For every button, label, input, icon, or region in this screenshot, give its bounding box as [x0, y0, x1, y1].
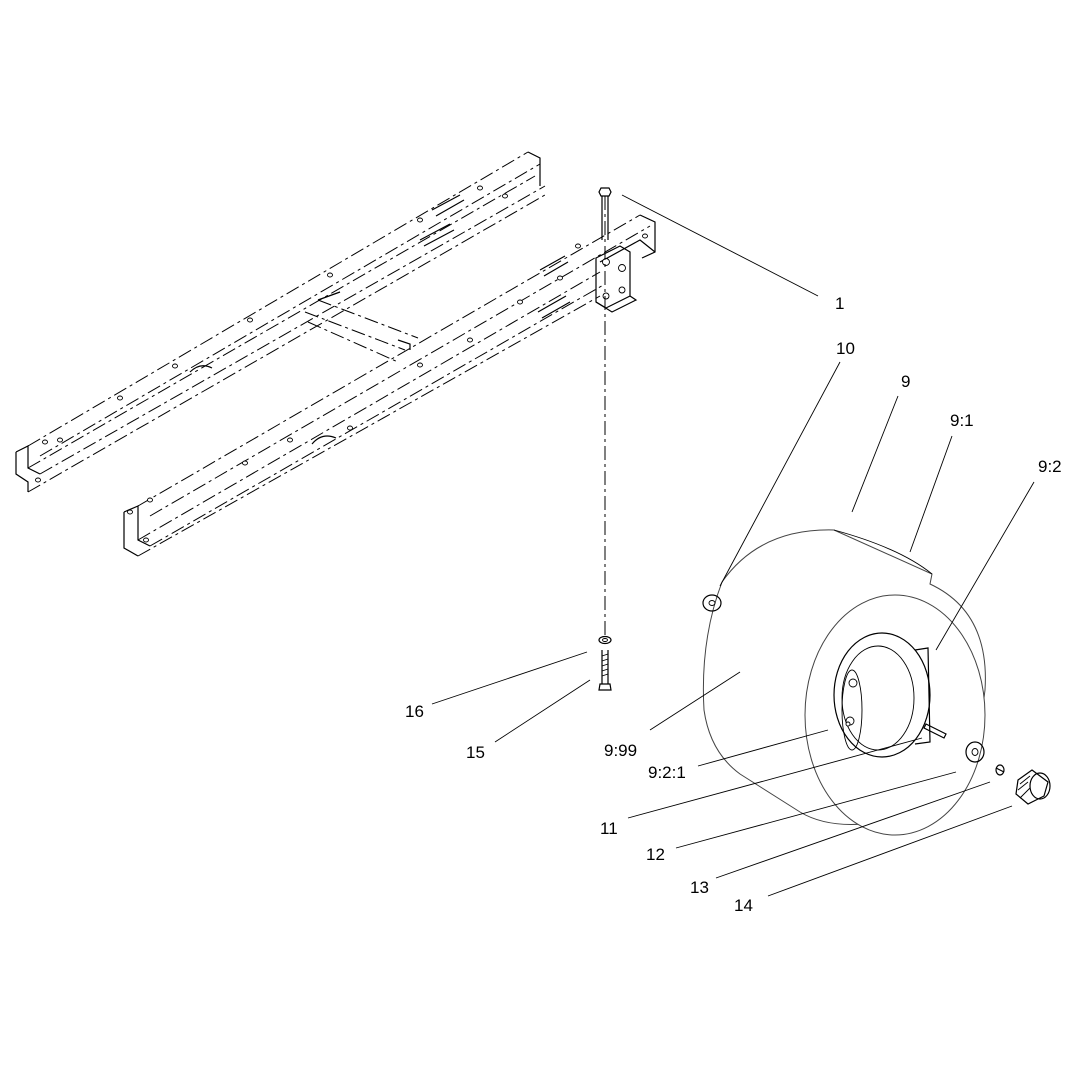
callout-9: 9: [901, 372, 910, 391]
spacer-13: [995, 764, 1005, 776]
bolt-centerline: [601, 196, 609, 636]
callout-14: 14: [734, 896, 753, 915]
cap-nut-14: [1015, 769, 1051, 805]
rim-9-2: [833, 632, 931, 758]
axle-bracket: [595, 245, 638, 313]
frame-rail-rear: [15, 151, 546, 493]
washer-10: [702, 594, 722, 612]
valve-stem-9-2-1: [845, 721, 851, 727]
frame-cross-member: [304, 291, 419, 363]
callout-13: 13: [690, 878, 709, 897]
callout-9-2: 9:2: [1038, 457, 1062, 476]
frame-rail-front: [123, 214, 656, 557]
key-11: [923, 723, 947, 739]
tire-9-1: [702, 529, 986, 836]
bolt-15: [598, 650, 612, 691]
callout-9-2-1: 9:2:1: [648, 763, 686, 782]
callout-11: 11: [600, 819, 618, 838]
callout-15: 15: [466, 743, 485, 762]
callout-9-99: 9:99: [604, 741, 637, 760]
leader-lines: [431, 194, 1035, 897]
washer-16: [598, 635, 612, 645]
callout-10: 10: [836, 339, 855, 358]
callout-16: 16: [405, 702, 424, 721]
callout-labels: 1 10 9 9:1 9:2 16 15 9:99 9:2:1 11 12 13…: [405, 294, 1062, 915]
nut-1: [598, 187, 612, 197]
washer-12: [965, 741, 985, 763]
callout-1: 1: [835, 294, 844, 313]
callout-9-1: 9:1: [950, 411, 974, 430]
callout-12: 12: [646, 845, 665, 864]
